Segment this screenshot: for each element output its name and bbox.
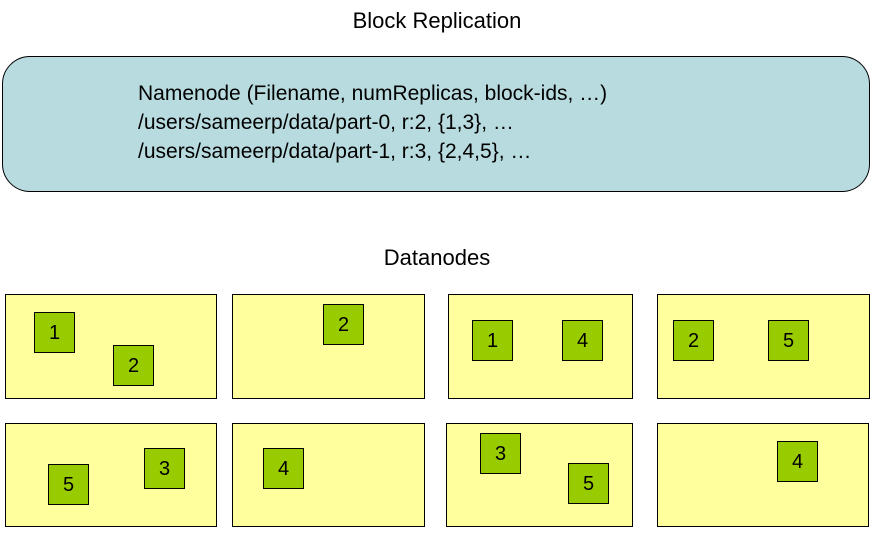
datanode-6: 4: [232, 423, 425, 527]
replica-block-5: 5: [568, 463, 609, 504]
namenode-file-entry-part1: /users/sameerp/data/part-1, r:3, {2,4,5}…: [138, 140, 532, 163]
replica-block-3: 3: [480, 433, 521, 474]
namenode-metadata: Namenode (Filename, numReplicas, block-i…: [138, 79, 607, 166]
datanodes-label: Datanodes: [383, 245, 491, 270]
replica-block-3: 3: [144, 448, 185, 489]
datanode-8: 4: [657, 423, 869, 527]
namenode-box: Namenode (Filename, numReplicas, block-i…: [2, 56, 870, 192]
replica-block-2: 2: [113, 345, 154, 386]
datanode-2: 2: [232, 294, 425, 399]
replica-block-2: 2: [673, 320, 714, 361]
replica-block-5: 5: [48, 464, 89, 505]
replica-block-1: 1: [472, 320, 513, 361]
replica-block-4: 4: [263, 448, 304, 489]
replica-block-2: 2: [323, 304, 364, 345]
replica-block-5: 5: [768, 320, 809, 361]
namenode-file-entry-part0: /users/sameerp/data/part-0, r:2, {1,3}, …: [138, 111, 514, 134]
replica-block-4: 4: [777, 441, 818, 482]
replica-block-1: 1: [34, 312, 75, 353]
namenode-header-line: Namenode (Filename, numReplicas, block-i…: [138, 82, 608, 105]
replica-block-4: 4: [562, 320, 603, 361]
diagram-title: Block Replication: [352, 8, 522, 33]
